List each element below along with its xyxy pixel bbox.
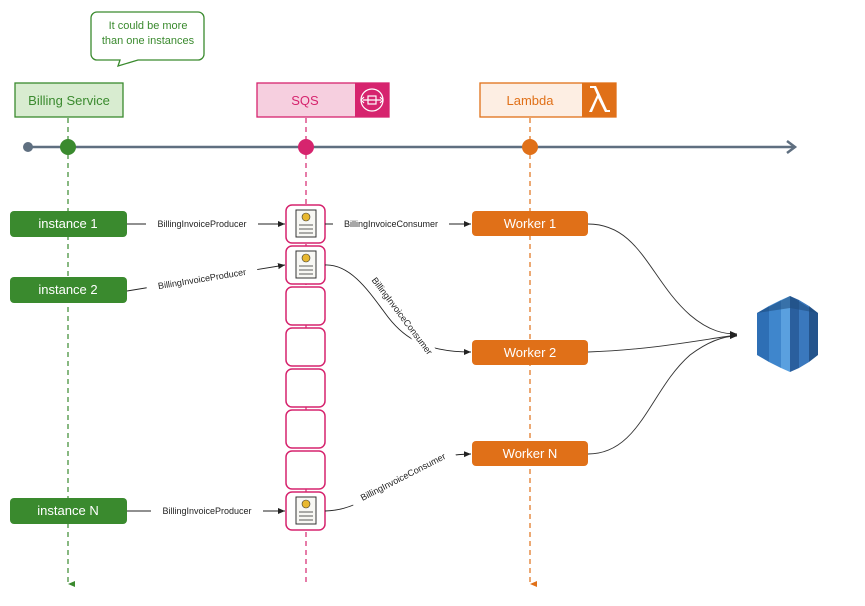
lane-header-sqs: SQS (256, 82, 390, 118)
lane-title-sqs: SQS (291, 93, 319, 108)
instance-n-label: instance N (37, 503, 98, 518)
worker-2-db-edge (587, 332, 738, 353)
timeline-start-dot (23, 142, 33, 152)
lane-header-billing: Billing Service (14, 82, 124, 118)
instance-n: instance N (10, 498, 127, 524)
producer-edge-n: BillingInvoiceProducer (127, 504, 285, 517)
callout-bubble: It could be more than one instances (90, 11, 205, 67)
queue-slots (285, 286, 326, 490)
worker-2: Worker 2 (472, 340, 588, 365)
instance-2: instance 2 (10, 277, 127, 303)
queue-slot (285, 327, 326, 367)
worker-n-db-edge (587, 333, 738, 455)
lambda-timeline-dot (522, 139, 538, 155)
lambda-icon (589, 86, 610, 112)
producer-edge-1-label: BillingInvoiceProducer (157, 219, 246, 229)
database-icon (757, 296, 818, 372)
worker-1-db-edge (587, 223, 738, 337)
consumer-edge-n-label: BillingInvoiceConsumer (359, 451, 447, 503)
queue-slot (285, 409, 326, 449)
queue-message-2 (285, 245, 326, 285)
lane-title-billing: Billing Service (28, 93, 110, 108)
consumer-edge-n: BillingInvoiceConsumer (324, 444, 472, 512)
timeline (23, 139, 798, 155)
producer-edge-1: BillingInvoiceProducer (127, 217, 285, 230)
sqs-timeline-dot (298, 139, 314, 155)
invoice-icon (295, 496, 317, 525)
queue-message-n (285, 491, 326, 531)
producer-edge-n-label: BillingInvoiceProducer (162, 506, 251, 516)
instance-1: instance 1 (10, 211, 127, 237)
queue-slot (285, 450, 326, 490)
worker-1-label: Worker 1 (504, 216, 557, 231)
billing-timeline-dot (60, 139, 76, 155)
invoice-icon (295, 250, 317, 279)
lane-header-lambda: Lambda (479, 82, 617, 118)
producer-edge-2: BillingInvoiceProducer (126, 263, 286, 294)
worker-1: Worker 1 (472, 211, 588, 236)
instance-2-label: instance 2 (38, 282, 97, 297)
lane-title-lambda: Lambda (507, 93, 555, 108)
queue-slot (285, 286, 326, 326)
consumer-edge-2-label: BillingInvoiceConsumer (370, 275, 435, 356)
consumer-edge-1-label: BillingInvoiceConsumer (344, 219, 438, 229)
worker-db-edges (587, 223, 738, 455)
invoice-icon (295, 209, 317, 238)
callout-text-line2: than one instances (102, 35, 195, 47)
worker-n-label: Worker N (503, 446, 558, 461)
consumer-edge-1: BillingInvoiceConsumer (325, 217, 471, 230)
worker-2-label: Worker 2 (504, 345, 557, 360)
instance-1-label: instance 1 (38, 216, 97, 231)
sqs-queue-icon (360, 88, 384, 112)
queue-slot (285, 368, 326, 408)
callout-text-line1: It could be more (109, 20, 188, 32)
queue-message-1 (285, 204, 326, 244)
worker-n: Worker N (472, 441, 588, 466)
consumer-edge-2: BillingInvoiceConsumer (324, 264, 472, 366)
